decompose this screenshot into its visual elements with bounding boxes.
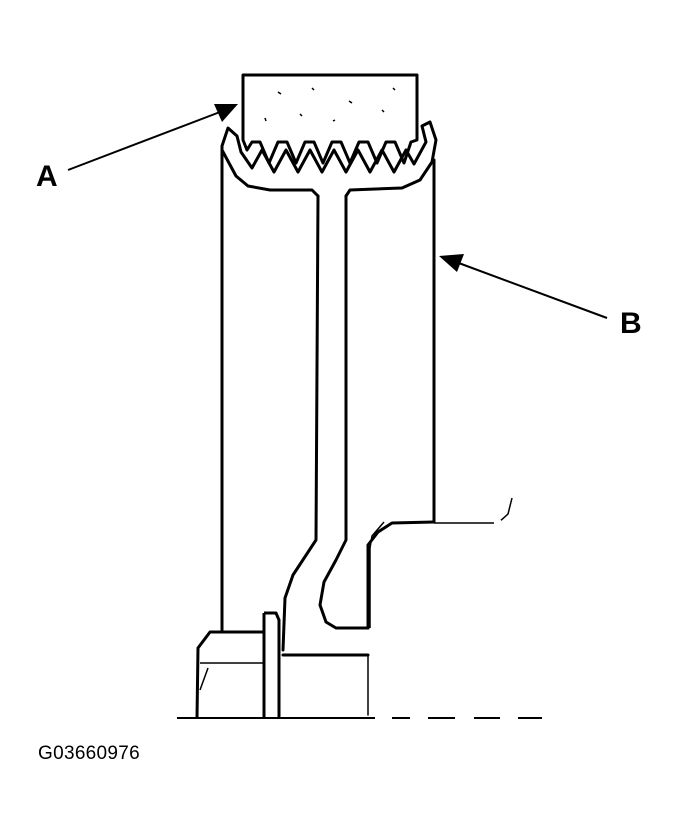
callout-label-b: B	[620, 307, 642, 340]
part-b-housing	[220, 120, 438, 716]
phantom-outline	[369, 497, 513, 628]
part-a-toothed-block	[241, 73, 419, 165]
leader-arrow-a	[67, 104, 238, 171]
lower-flange	[195, 611, 281, 719]
figure-code: G03660976	[38, 743, 141, 764]
leader-arrow-b	[439, 254, 608, 319]
callout-label-a: A	[36, 160, 58, 193]
